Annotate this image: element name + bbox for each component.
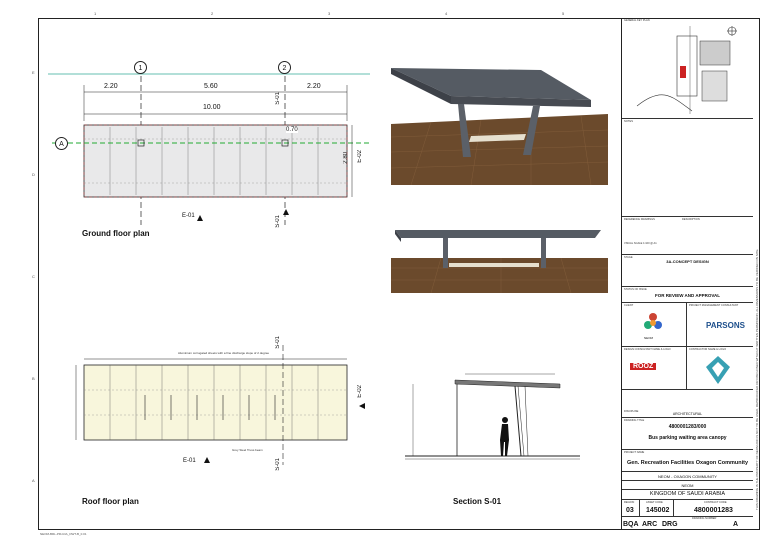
status-section: STATUS OF ISSUE FOR REVIEW AND APPROVAL xyxy=(622,286,753,302)
pmc-name: PARSONS xyxy=(706,321,745,330)
kingdom-section: KINGDOM OF SAUDI ARABIA xyxy=(622,489,753,499)
elevation-marker-e01: E-01 xyxy=(182,213,195,219)
originator-code: BQA xyxy=(623,521,639,528)
axis-bubble-a: A xyxy=(55,137,68,150)
designer-logo: ROOZ xyxy=(630,363,657,370)
reference-section: REFERENCE DRAWINGS DESCRIPTION VISUAL SC… xyxy=(622,216,753,254)
contract-code: 4800001283 xyxy=(694,507,733,514)
region-code: 03 xyxy=(626,507,634,514)
roof-note-bottom: Grey Steel Truss beam xyxy=(232,448,263,452)
title-block: GENERAL KEY PLAN NOTES REFERENCE DRAWING… xyxy=(621,18,753,530)
region-section: NEOM xyxy=(622,480,753,489)
designer-label: DESIGN CONSULTANT NAME & LOGO xyxy=(624,348,671,351)
drawing-title-section: DRAWING TITLE 4800001283/000 Bus parking… xyxy=(622,417,753,449)
project-section: PROJECT NAME Gen. Recreation Facilities … xyxy=(622,449,753,471)
grid-letter-a: A xyxy=(32,478,35,483)
ground-floor-plan-drawing xyxy=(48,67,370,225)
client-label: CLIENT xyxy=(624,304,634,307)
asset-code-label: ASSET CODE xyxy=(646,501,663,504)
pmc-label: PROJECT MANAGEMENT CONSULTANT xyxy=(689,304,739,307)
client-name: NEOM xyxy=(644,336,653,340)
community-section: NEOM - OXAGON COMMUNITY xyxy=(622,471,753,480)
canopy-render-top xyxy=(391,52,608,185)
dim-10-00: 10.00 xyxy=(203,104,221,111)
dim-2-20-right: 2.20 xyxy=(307,83,321,90)
revision-code: A xyxy=(733,521,739,528)
notes-section: NOTES xyxy=(622,118,753,216)
stage-section: STAGE 3A-CONCEPT DESIGN xyxy=(622,254,753,286)
axis-bubble-2: 2 xyxy=(278,61,291,74)
roof-section-marker-s01-top: S-01 xyxy=(275,336,281,349)
stage-value: 3A-CONCEPT DESIGN xyxy=(666,259,709,264)
dim-2-20-left: 2.20 xyxy=(104,83,118,90)
reference-drawings-label: REFERENCE DRAWINGS xyxy=(624,218,655,221)
drawing-frame xyxy=(38,18,760,530)
project-label: PROJECT NAME xyxy=(624,451,645,454)
elevation-marker-e02: E-02 xyxy=(357,150,363,163)
roof-floor-plan-drawing xyxy=(75,345,365,465)
drawing-title-label: DRAWING TITLE xyxy=(624,419,645,422)
grid-letter-d: D xyxy=(32,172,35,177)
description-label: DESCRIPTION xyxy=(682,218,700,221)
dim-2-80: 2.80 xyxy=(343,152,349,164)
side-disclaimer: THIS DRAWING IS THE PROPERTY OF NEOM AND… xyxy=(755,248,759,510)
grid-number-1: 1 xyxy=(94,11,97,16)
discipline-label: DISCIPLINE xyxy=(624,410,639,413)
status-value: FOR REVIEW AND APPROVAL xyxy=(654,293,721,298)
grid-letter-e: E xyxy=(32,70,35,75)
footer-code: NEOM-BRL-PRJ-DA_DWT-B_0.01 xyxy=(40,532,87,536)
dim-0-70: 0.70 xyxy=(286,127,298,133)
section-marker-s01-bottom: S-01 xyxy=(275,215,281,228)
region-name: NEOM xyxy=(681,483,694,488)
roof-elevation-marker-e02: E-02 xyxy=(357,385,363,398)
notes-label: NOTES xyxy=(624,120,633,123)
drawing-number-label: DRAWING NUMBER xyxy=(692,517,717,520)
roof-note-top: Aluminium corrugated sheets with a fine … xyxy=(178,351,270,355)
region-code-label: REGION xyxy=(624,501,635,504)
roof-elevation-marker-e01: E-01 xyxy=(183,458,196,464)
roof-floor-plan-title: Roof floor plan xyxy=(82,497,139,506)
grid-number-4: 4 xyxy=(445,11,448,16)
grid-number-3: 3 xyxy=(328,11,331,16)
ground-floor-plan-title: Ground floor plan xyxy=(82,229,150,238)
section-s01-drawing xyxy=(405,373,580,460)
contract-code-label: CONTRACT CODE xyxy=(704,501,727,504)
asset-code: 145002 xyxy=(646,507,670,514)
roof-section-marker-s01-bottom: S-01 xyxy=(275,458,281,471)
contractor-logo-icon xyxy=(706,356,730,384)
grid-letter-c: C xyxy=(32,274,35,279)
codes-section: REGION ASSET CODE CONTRACT CODE 03 14500… xyxy=(622,499,753,516)
dim-5-60: 5.60 xyxy=(204,83,218,90)
contractor-label: CONTRACTOR NAME & LOGO xyxy=(689,348,727,351)
type-code: DRG xyxy=(662,521,678,528)
project-name: Gen. Recreation Facilities Oxagon Commun… xyxy=(626,460,749,466)
section-marker-s01-top: S-01 xyxy=(275,92,281,105)
section-s01-title: Section S-01 xyxy=(453,497,502,506)
key-plan-label: GENERAL KEY PLAN xyxy=(624,19,650,22)
drawing-number-top: 4800001283/000 xyxy=(668,424,707,430)
visual-scale: VISUAL SCALE 1:100 @ A1 xyxy=(624,242,657,245)
status-label: STATUS OF ISSUE xyxy=(624,288,647,291)
grid-number-5: 5 xyxy=(562,11,565,16)
axis-bubble-1: 1 xyxy=(134,61,147,74)
discipline-section: DISCIPLINE ARCHITECTURAL xyxy=(622,389,753,417)
neom-logo-icon xyxy=(644,313,662,329)
community-name: NEOM - OXAGON COMMUNITY xyxy=(658,474,717,479)
drawing-title: Bus parking waiting area canopy xyxy=(648,435,727,441)
discipline-code: ARC xyxy=(642,521,658,528)
grid-letter-b: B xyxy=(32,376,35,381)
discipline-value: ARCHITECTURAL xyxy=(672,412,703,416)
key-plan-map xyxy=(636,26,737,114)
canopy-render-bottom xyxy=(391,200,608,293)
kingdom-name: KINGDOM OF SAUDI ARABIA xyxy=(649,491,726,497)
drawing-number-section: DRAWING NUMBER BQA ARC DRG A xyxy=(622,516,753,530)
client-section: CLIENT PROJECT MANAGEMENT CONSULTANT NEO… xyxy=(622,302,753,346)
stage-label: STAGE xyxy=(624,256,633,259)
consultant-section: DESIGN CONSULTANT NAME & LOGO CONTRACTOR… xyxy=(622,346,753,389)
grid-number-2: 2 xyxy=(211,11,214,16)
